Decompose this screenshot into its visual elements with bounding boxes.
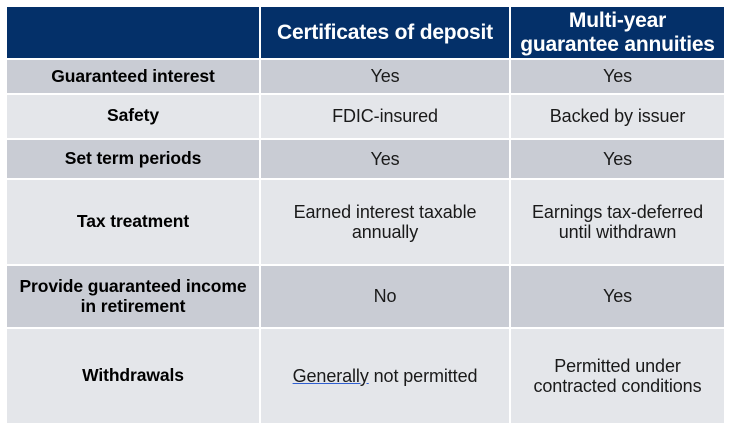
cell-provide-guaranteed-income-cd: No — [261, 265, 509, 328]
cell-guaranteed-interest-cd: Yes — [261, 60, 509, 93]
cell-tax-treatment-myga: Earnings tax-deferred until withdrawn — [511, 180, 724, 264]
cell-withdrawals-cd-rest: not permitted — [368, 365, 478, 386]
row-label-safety: Safety — [7, 94, 259, 138]
cell-withdrawals-cd: Generally not permitted — [261, 329, 509, 423]
row-label-withdrawals: Withdrawals — [7, 329, 259, 423]
cell-guaranteed-interest-myga: Yes — [511, 60, 724, 93]
generally-link[interactable]: Generally — [292, 365, 369, 386]
cell-set-term-periods-cd: Yes — [261, 139, 509, 179]
table-header: Certificates of deposit Multi-year guara… — [7, 7, 724, 59]
table-body: Guaranteed interest Yes Yes Safety FDIC-… — [7, 60, 724, 423]
table-row-safety: Safety FDIC-insured Backed by issuer — [7, 94, 724, 138]
cell-tax-treatment-cd: Earned interest taxable annually — [261, 180, 509, 264]
cell-safety-cd: FDIC-insured — [261, 94, 509, 138]
cell-withdrawals-myga: Permitted under contracted conditions — [511, 329, 724, 423]
cell-set-term-periods-myga: Yes — [511, 139, 724, 179]
header-certificates-of-deposit: Certificates of deposit — [261, 7, 509, 59]
table-row-guaranteed-interest: Guaranteed interest Yes Yes — [7, 60, 724, 93]
comparison-table-container: Certificates of deposit Multi-year guara… — [5, 5, 724, 425]
row-label-set-term-periods: Set term periods — [7, 139, 259, 179]
header-multi-year-guarantee-annuities: Multi-year guarantee annuities — [511, 7, 724, 59]
cell-safety-myga: Backed by issuer — [511, 94, 724, 138]
header-blank-corner — [7, 7, 259, 59]
table-row-tax-treatment: Tax treatment Earned interest taxable an… — [7, 180, 724, 264]
table-row-withdrawals: Withdrawals Generally not permitted Perm… — [7, 329, 724, 423]
table-row-set-term-periods: Set term periods Yes Yes — [7, 139, 724, 179]
row-label-guaranteed-interest: Guaranteed interest — [7, 60, 259, 93]
table-row-provide-guaranteed-income: Provide guaranteed income in retirement … — [7, 265, 724, 328]
cell-provide-guaranteed-income-myga: Yes — [511, 265, 724, 328]
row-label-tax-treatment: Tax treatment — [7, 180, 259, 264]
row-label-provide-guaranteed-income: Provide guaranteed income in retirement — [7, 265, 259, 328]
header-row: Certificates of deposit Multi-year guara… — [7, 7, 724, 59]
comparison-table: Certificates of deposit Multi-year guara… — [5, 5, 726, 425]
